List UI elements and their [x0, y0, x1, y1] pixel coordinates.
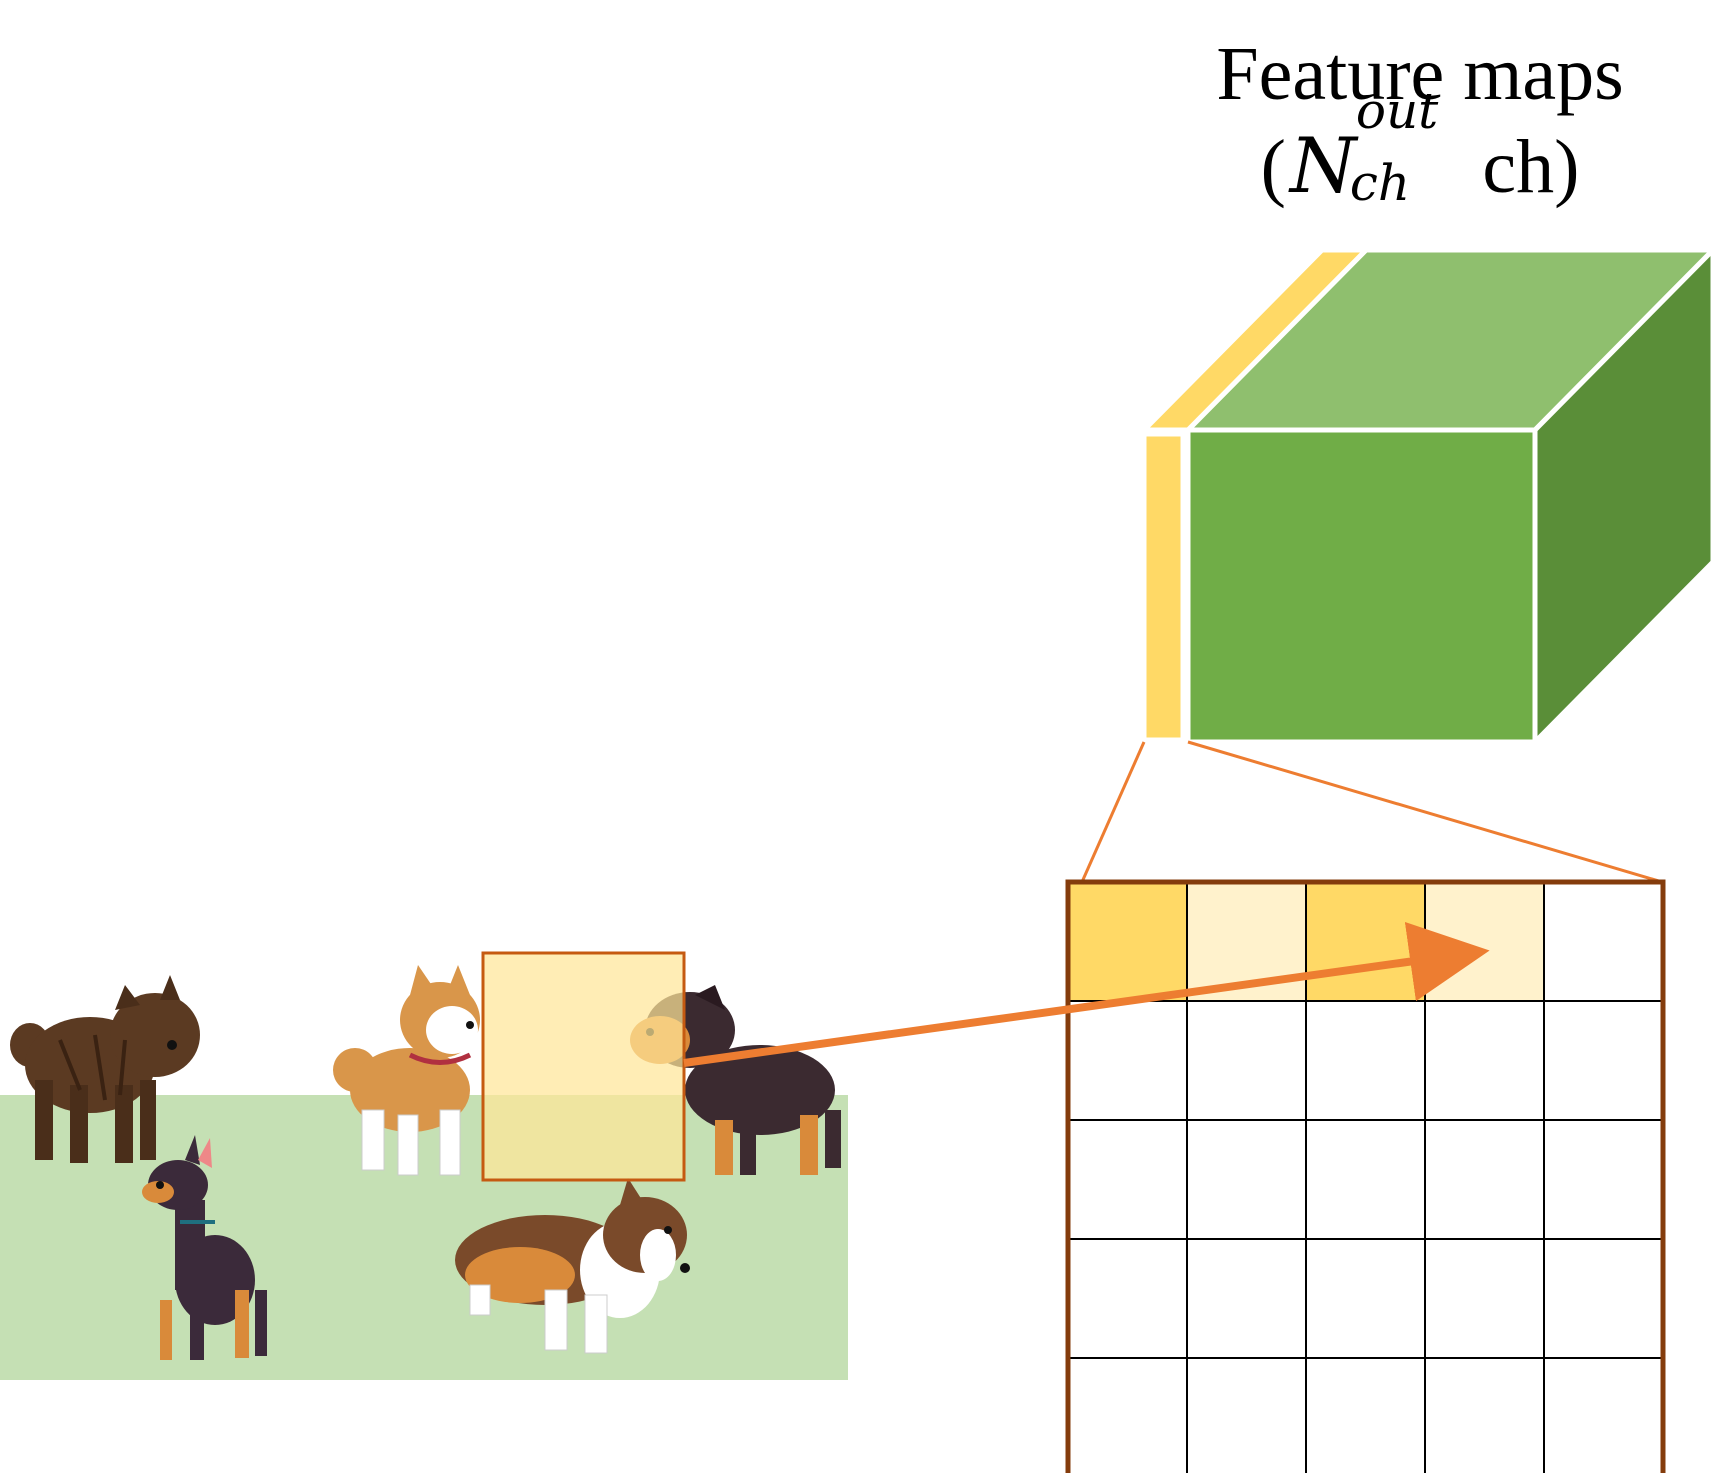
dog-doberman	[142, 1135, 267, 1360]
grid-cell-r3-c1	[1186, 1238, 1307, 1359]
subtitle-unit: ch)	[1482, 125, 1580, 209]
symbol-n: N	[1289, 121, 1357, 210]
grid-cell-r2-c4	[1543, 1119, 1664, 1240]
grid-cell-r3-c0	[1067, 1238, 1188, 1359]
dog-akita	[333, 965, 480, 1176]
grid-cell-r2-c0	[1067, 1119, 1188, 1240]
figure-title: Feature maps	[1216, 32, 1624, 116]
grid-cell-r1-c0	[1067, 1000, 1188, 1121]
grid-border	[1065, 879, 1666, 1473]
grid-cell-r1-c4	[1543, 1000, 1664, 1121]
dog-brindle	[10, 975, 200, 1163]
grid-cell-r4-c1	[1186, 1357, 1307, 1473]
feature-map-slice	[1141, 431, 1186, 743]
cube-front-face	[1185, 427, 1538, 745]
grid-cell-r4-c0	[1067, 1357, 1188, 1473]
grid-cell-r4-c2	[1305, 1357, 1426, 1473]
grid-cell-r3-c3	[1424, 1238, 1545, 1359]
mapping-arrow	[683, 921, 1490, 1067]
grid-cell-r0-c0	[1067, 881, 1188, 1002]
grid-cell-r3-c4	[1543, 1238, 1664, 1359]
zoom-line-right	[1187, 740, 1663, 884]
grid-cell-r1-c3	[1424, 1000, 1545, 1121]
slice-top-face	[1138, 247, 1372, 433]
grid-cell-r2-c3	[1424, 1119, 1545, 1240]
grid-cell-r2-c2	[1305, 1119, 1426, 1240]
grid-cell-r3-c2	[1305, 1238, 1426, 1359]
grid-cell-r1-c2	[1305, 1000, 1426, 1121]
grid-cell-r4-c3	[1424, 1357, 1545, 1473]
convolution-window	[481, 951, 686, 1182]
subtitle-open-paren: (	[1260, 125, 1286, 209]
grid-cell-r0-c2	[1305, 881, 1426, 1002]
zoom-line-left	[1080, 741, 1146, 883]
grid-cell-r2-c1	[1186, 1119, 1307, 1240]
dog-sheltie	[455, 1178, 690, 1354]
grid-cell-r1-c1	[1186, 1000, 1307, 1121]
feature-map-grid	[1065, 879, 1666, 1473]
grid-cell-r0-c3	[1424, 881, 1545, 1002]
symbol-subscript: ch	[1349, 154, 1411, 212]
dogs-illustration	[10, 965, 841, 1360]
grid-cell-r0-c4	[1543, 881, 1664, 1002]
grid-cell-r4-c4	[1543, 1357, 1664, 1473]
symbol-superscript: out	[1355, 82, 1439, 140]
